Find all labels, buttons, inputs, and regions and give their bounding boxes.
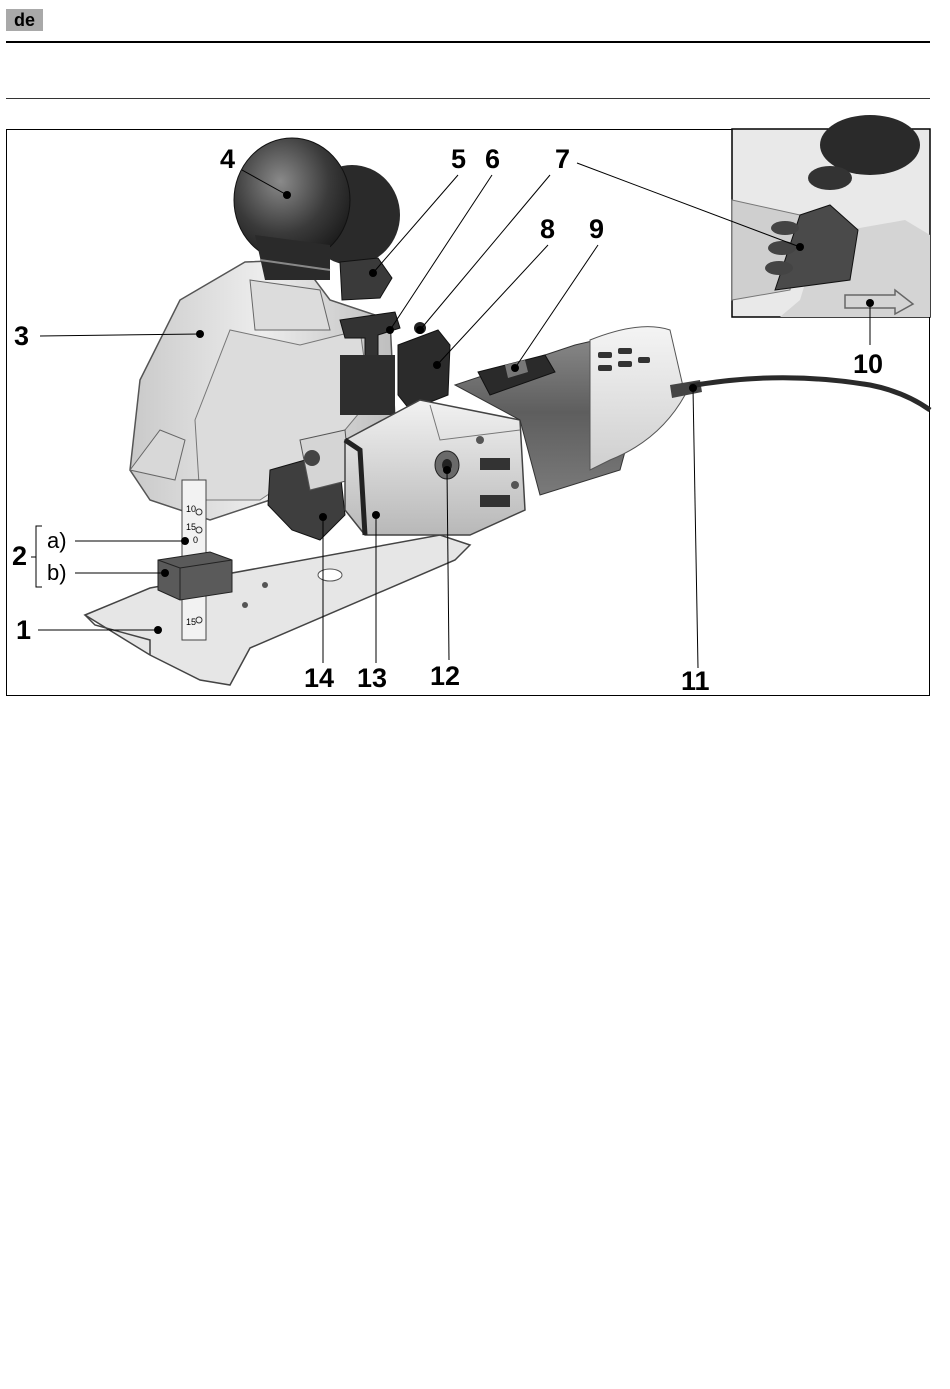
scale-mark: 10: [186, 504, 196, 514]
callout-11: 11: [681, 668, 710, 695]
callout-7: 7: [555, 146, 570, 173]
auxiliary-handle: [234, 138, 400, 330]
callout-2a: a): [47, 530, 67, 552]
callout-12: 12: [430, 663, 460, 690]
callout-9: 9: [589, 216, 604, 243]
scale-mark: 15: [186, 522, 196, 532]
scale-mark: 0: [193, 535, 198, 545]
callout-6: 6: [485, 146, 500, 173]
wall-chaser-illustration: 10 15 0 15: [0, 0, 950, 710]
callout-1: 1: [16, 617, 31, 644]
inset-detail: [732, 115, 930, 317]
dust-extraction-part: [398, 330, 450, 410]
scale-mark: 15: [186, 617, 196, 627]
callout-5: 5: [451, 146, 466, 173]
depth-stop-knob: [158, 552, 232, 600]
callout-10: 10: [853, 351, 883, 378]
callout-8: 8: [540, 216, 555, 243]
callout-3: 3: [14, 323, 29, 350]
lock-lever: [340, 258, 392, 300]
base-plate: [85, 535, 470, 685]
callout-4: 4: [220, 146, 235, 173]
callout-2: 2: [12, 543, 27, 570]
callout-14: 14: [304, 665, 334, 692]
callout-13: 13: [357, 665, 387, 692]
power-cord: [690, 378, 930, 410]
callout-2b: b): [47, 562, 67, 584]
